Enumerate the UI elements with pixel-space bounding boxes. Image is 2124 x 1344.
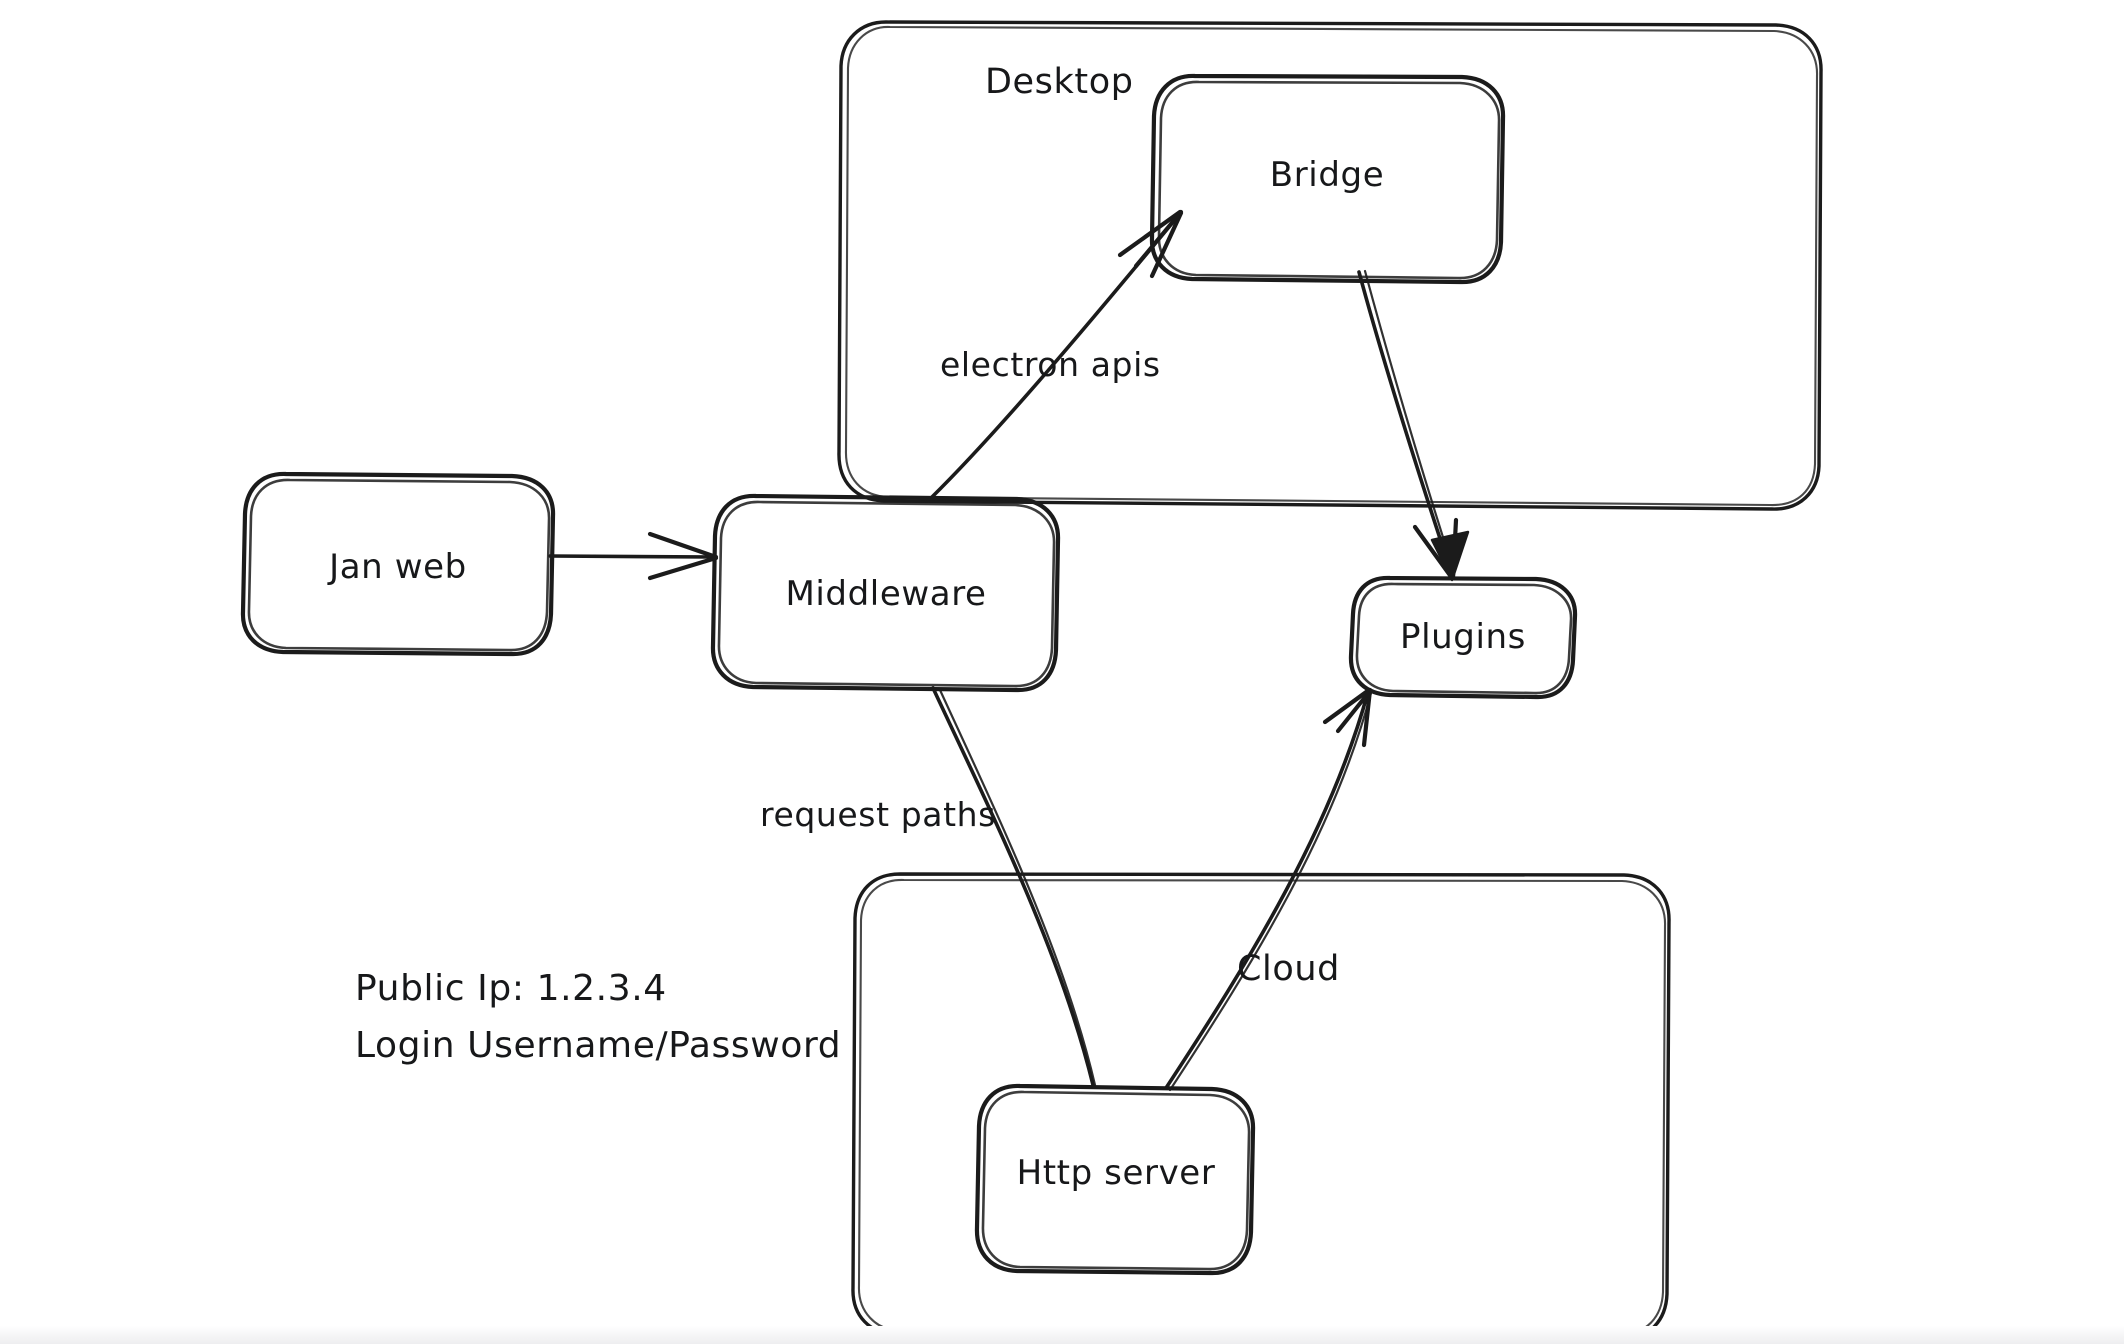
desktop-group-border [837, 20, 1823, 511]
edge-bridge-to-plugins [1357, 269, 1470, 582]
plugins-box-border-inner [1355, 582, 1573, 695]
httpserver-plugins-arrowhead-right [1361, 687, 1373, 748]
node-jan-web[interactable]: Jan web [240, 471, 556, 657]
cloud-group-label: Cloud [1237, 949, 1340, 989]
edge-label-electron-apis: electron apis [940, 345, 1161, 384]
login-credentials-note: Login Username/Password [355, 1025, 841, 1066]
http-server-label: Http server [1017, 1153, 1216, 1193]
request-paths-line [931, 686, 1095, 1087]
electron-apis-arrowhead-right [1149, 210, 1184, 279]
bridge-plugins-line [1357, 270, 1453, 574]
notes-block: Public Ip: 1.2.3.4 Login Username/Passwo… [355, 968, 841, 1066]
middleware-label: Middleware [785, 574, 986, 614]
public-ip-note: Public Ip: 1.2.3.4 [355, 968, 667, 1009]
httpserver-plugins-arrowhead-left [1322, 687, 1372, 725]
edge-middleware-to-httpserver [931, 686, 1097, 1087]
node-plugins[interactable]: Plugins [1348, 575, 1578, 700]
jan-web-box-border-inner [247, 478, 551, 652]
node-middleware[interactable]: Middleware [710, 493, 1061, 693]
bridge-box-border-inner [1157, 80, 1501, 280]
group-label-cloud-wrap: Cloud [1237, 949, 1340, 989]
http-server-box-border [974, 1083, 1256, 1276]
bridge-label: Bridge [1270, 155, 1384, 195]
group-desktop[interactable]: Desktop [837, 20, 1823, 511]
bridge-plugins-line-2 [1363, 269, 1456, 574]
desktop-group-label: Desktop [985, 62, 1134, 102]
janweb-middleware-arrowhead-bottom [647, 555, 719, 581]
janweb-middleware-line [548, 554, 716, 559]
middleware-box-border [710, 493, 1061, 693]
request-paths-label: request paths [760, 795, 996, 834]
edge-label-request-paths: request paths [760, 795, 996, 834]
edge-janweb-to-middleware [548, 531, 719, 581]
node-bridge[interactable]: Bridge [1149, 73, 1506, 285]
plugins-label: Plugins [1400, 617, 1526, 657]
http-server-box-border-inner [981, 1090, 1251, 1271]
httpserver-plugins-line-2 [1168, 691, 1373, 1092]
electron-apis-label: electron apis [940, 345, 1161, 384]
httpserver-plugins-line [1164, 690, 1370, 1090]
plugins-box-border [1348, 575, 1578, 700]
janweb-middleware-arrowhead-top [647, 531, 719, 560]
bridge-plugins-arrowhead-fill [1430, 530, 1470, 582]
jan-web-label: Jan web [327, 547, 467, 587]
edge-httpserver-to-plugins [1164, 687, 1373, 1092]
middleware-box-border-inner [717, 500, 1056, 688]
node-http-server[interactable]: Http server [974, 1083, 1256, 1276]
request-paths-line-2 [938, 688, 1097, 1087]
httpserver-plugins-arrowhead-mid [1335, 688, 1373, 734]
jan-web-box-border [240, 471, 556, 657]
desktop-group-border-inner [844, 25, 1819, 507]
bridge-box-border [1149, 73, 1506, 285]
